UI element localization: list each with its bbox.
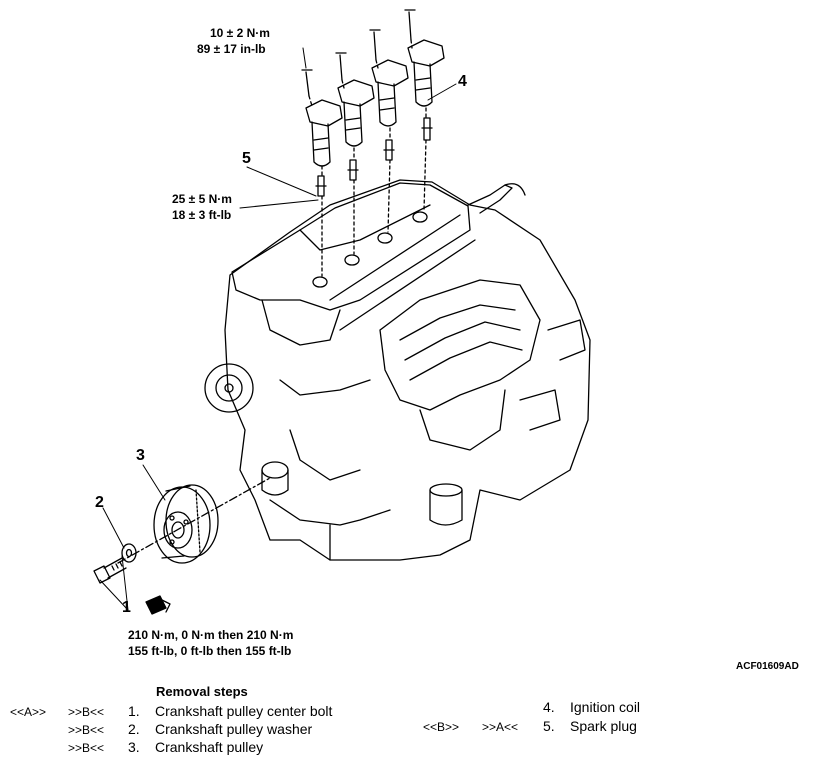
spark-plug-torque-nm: 25 ± 5 N·m bbox=[172, 192, 232, 206]
crankshaft-pulley-center-bolt bbox=[93, 557, 127, 584]
callout-5: 5 bbox=[242, 150, 251, 167]
callout-2: 2 bbox=[95, 494, 104, 511]
removal-step-5-number: 5. bbox=[543, 718, 555, 734]
crankshaft-pulley bbox=[153, 484, 219, 564]
spark-plug-group bbox=[315, 117, 433, 197]
removal-step-5-label: Spark plug bbox=[570, 718, 637, 734]
removal-step-2-number: 2. bbox=[128, 721, 140, 737]
removal-step-2-label: Crankshaft pulley washer bbox=[155, 721, 313, 737]
removal-step-5-mark-b: >>A<< bbox=[482, 720, 519, 734]
removal-step-4-label: Ignition coil bbox=[570, 699, 641, 715]
ignition-coil-group bbox=[301, 9, 445, 167]
removal-steps-heading: Removal steps bbox=[156, 684, 248, 699]
socket-tool-icon bbox=[145, 595, 171, 615]
removal-step-1-label: Crankshaft pulley center bolt bbox=[155, 703, 333, 719]
removal-step-1-number: 1. bbox=[128, 703, 140, 719]
engine-block bbox=[204, 179, 591, 561]
removal-step-5-mark-a: <<B>> bbox=[423, 720, 460, 734]
callout-3: 3 bbox=[136, 447, 145, 464]
removal-step-1-mark-a: <<A>> bbox=[10, 705, 47, 719]
spark-plug-torque-ftlb: 18 ± 3 ft-lb bbox=[172, 208, 232, 222]
coil-bolt-torque-inlb: 89 ± 17 in-lb bbox=[197, 42, 266, 56]
callout-4: 4 bbox=[458, 73, 467, 90]
removal-step-3-mark-b: >>B<< bbox=[68, 741, 105, 755]
figure-code: ACF01609AD bbox=[736, 661, 799, 672]
crank-centerline bbox=[117, 477, 271, 564]
removal-step-4-number: 4. bbox=[543, 699, 555, 715]
removal-step-2-mark-b: >>B<< bbox=[68, 723, 105, 737]
installation-guide-lines bbox=[308, 39, 427, 277]
removal-step-1-mark-b: >>B<< bbox=[68, 705, 105, 719]
coil-bolt-torque-nm: 10 ± 2 N·m bbox=[210, 26, 270, 40]
center-bolt-torque-nm: 210 N·m, 0 N·m then 210 N·m bbox=[128, 628, 294, 642]
callout-1: 1 bbox=[122, 599, 131, 616]
leader-lines bbox=[99, 47, 457, 611]
removal-step-3-number: 3. bbox=[128, 739, 140, 755]
removal-step-3-label: Crankshaft pulley bbox=[155, 739, 264, 755]
center-bolt-torque-ftlb: 155 ft-lb, 0 ft-lb then 155 ft-lb bbox=[128, 644, 292, 658]
